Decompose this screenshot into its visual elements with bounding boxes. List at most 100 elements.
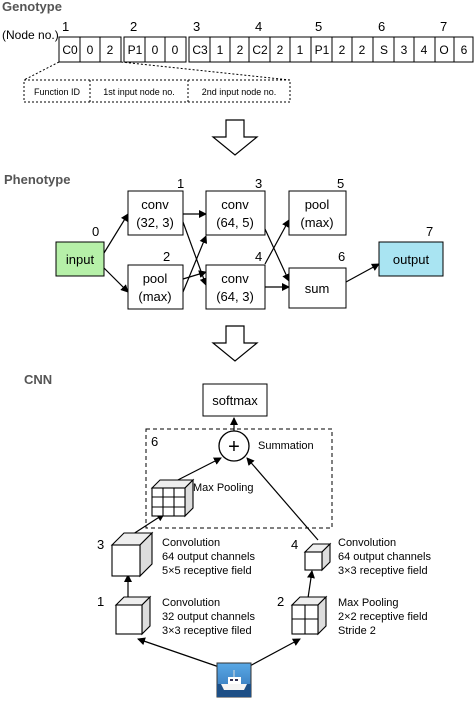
node-pool-5-params: (max) <box>300 215 333 230</box>
node-conv-3: 3 conv (64, 5) <box>205 176 266 236</box>
cnn-block-1: 1 Convolution 32 output channels 3×3 rec… <box>97 594 255 637</box>
node-conv-1-op: conv <box>141 197 169 212</box>
gene-3-func: C3 <box>192 43 208 57</box>
node-output-box <box>378 241 444 277</box>
gene-7-no: 7 <box>440 19 447 34</box>
node-output-label: output <box>393 252 430 267</box>
legend-second-input: 2nd input node no. <box>202 87 277 97</box>
gene-1: 1 C0 0 2 <box>58 19 122 63</box>
node-input-label: input <box>66 252 95 267</box>
node-output: 7 output <box>378 224 444 277</box>
block-3-line-2: 64 output channels <box>162 551 255 563</box>
block-1-line-3: 3×3 receptive filed <box>162 625 252 637</box>
gene-6-func: S <box>380 43 388 57</box>
node-sum-6: 6 sum <box>288 249 347 309</box>
node-conv-1: 1 conv (32, 3) <box>127 176 184 236</box>
phenotype-title: Phenotype <box>4 172 70 187</box>
gene-7-in1: 6 <box>461 43 468 57</box>
summation-label: Summation <box>258 440 314 452</box>
gene-legend: Function ID 1st input node no. 2nd input… <box>23 79 291 103</box>
gene-1-func: C0 <box>62 43 78 57</box>
gene-4-no: 4 <box>255 19 262 34</box>
node-input-no: 0 <box>92 224 99 239</box>
gene-1-no: 1 <box>62 19 69 34</box>
gene-4-func: C2 <box>252 43 268 57</box>
node-conv-4-no: 4 <box>255 249 262 264</box>
legend-first-input: 1st input node no. <box>103 87 175 97</box>
gene-4-in2: 1 <box>297 43 304 57</box>
maxpool-label: Max Pooling <box>193 482 254 494</box>
node-pool-2: 2 pool (max) <box>127 249 184 310</box>
node-sum-6-op: sum <box>305 281 330 296</box>
conv-cube-icon <box>114 595 152 636</box>
node-conv-4-op: conv <box>221 271 249 286</box>
phenotype-edges <box>103 210 380 293</box>
gene-2-func: P1 <box>128 43 143 57</box>
gene-7: 7 O 6 <box>434 19 474 63</box>
residual-group <box>145 428 333 529</box>
gene-6-in1: 3 <box>401 43 408 57</box>
block-2-no: 2 <box>277 594 284 609</box>
node-pool-2-op: pool <box>143 271 168 286</box>
maxpool-cube-icon <box>150 478 195 518</box>
cnn-title: CNN <box>24 372 52 387</box>
gene-1-in1: 0 <box>87 43 94 57</box>
gene-2-in2: 0 <box>172 43 179 57</box>
gene-2-no: 2 <box>130 19 137 34</box>
node-conv-4-params: (64, 3) <box>216 289 254 304</box>
node-conv-1-params: (32, 3) <box>136 215 174 230</box>
gene-5-no: 5 <box>315 19 322 34</box>
cnn-block-2: 2 Max Pooling 2×2 receptive field Stride… <box>277 594 428 637</box>
block-4-line-1: Convolution <box>338 537 396 549</box>
node-pool-5: 5 pool (max) <box>288 176 347 236</box>
node-input-box <box>55 241 105 277</box>
gene-6-no: 6 <box>378 19 385 34</box>
node-conv-3-op: conv <box>221 197 249 212</box>
down-arrow-icon <box>211 119 259 156</box>
gene-1-in2: 2 <box>107 43 114 57</box>
node-conv-3-params: (64, 5) <box>216 215 254 230</box>
node-no-label: (Node no.) <box>2 28 59 42</box>
block-3-no: 3 <box>97 537 104 552</box>
softmax-node: softmax <box>202 383 268 417</box>
gene-5-func: P1 <box>315 43 330 57</box>
block-1-no: 1 <box>97 594 104 609</box>
cnn-block-4: 4 Convolution 64 output channels 3×3 rec… <box>291 537 431 577</box>
legend-function-id: Function ID <box>34 87 81 97</box>
node-output-no: 7 <box>426 224 433 239</box>
gene-5: 5 P1 2 2 <box>310 19 374 63</box>
block-2-line-2: 2×2 receptive field <box>338 611 428 623</box>
gene-5-in2: 2 <box>359 43 366 57</box>
block-4-line-2: 64 output channels <box>338 551 431 563</box>
block-3-line-3: 5×5 receptive field <box>162 565 252 577</box>
plus-icon: + <box>228 436 240 458</box>
node-conv-1-no: 1 <box>177 176 184 191</box>
node-pool-2-no: 2 <box>163 249 170 264</box>
node-sum-6-no: 6 <box>338 249 345 264</box>
node-pool-5-op: pool <box>305 197 330 212</box>
softmax-label: softmax <box>212 393 258 408</box>
gene-4-in1: 2 <box>277 43 284 57</box>
node-conv-4: 4 conv (64, 3) <box>205 249 266 310</box>
conv-cube-icon <box>303 542 332 572</box>
gene-3-no: 3 <box>193 19 200 34</box>
summation-node: + <box>218 430 250 462</box>
conv-cube-icon <box>110 531 154 578</box>
genotype-title: Genotype <box>2 0 62 14</box>
node-pool-2-params: (max) <box>138 289 171 304</box>
block-2-line-1: Max Pooling <box>338 597 399 609</box>
block-4-no: 4 <box>291 537 298 552</box>
group-no: 6 <box>151 434 158 449</box>
maxpool-cube-icon <box>290 595 328 636</box>
block-2-line-3: Stride 2 <box>338 625 376 637</box>
gene-3: 3 C3 1 2 <box>188 19 252 63</box>
cnn-block-3: 3 Convolution 64 output channels 5×5 rec… <box>97 531 255 578</box>
gene-4: 4 C2 2 1 <box>248 19 312 63</box>
block-1-line-1: Convolution <box>162 597 220 609</box>
gene-6-in2: 4 <box>421 43 428 57</box>
input-image-boat <box>216 662 252 698</box>
gene-2-in1: 0 <box>152 43 159 57</box>
down-arrow-icon <box>211 325 259 362</box>
